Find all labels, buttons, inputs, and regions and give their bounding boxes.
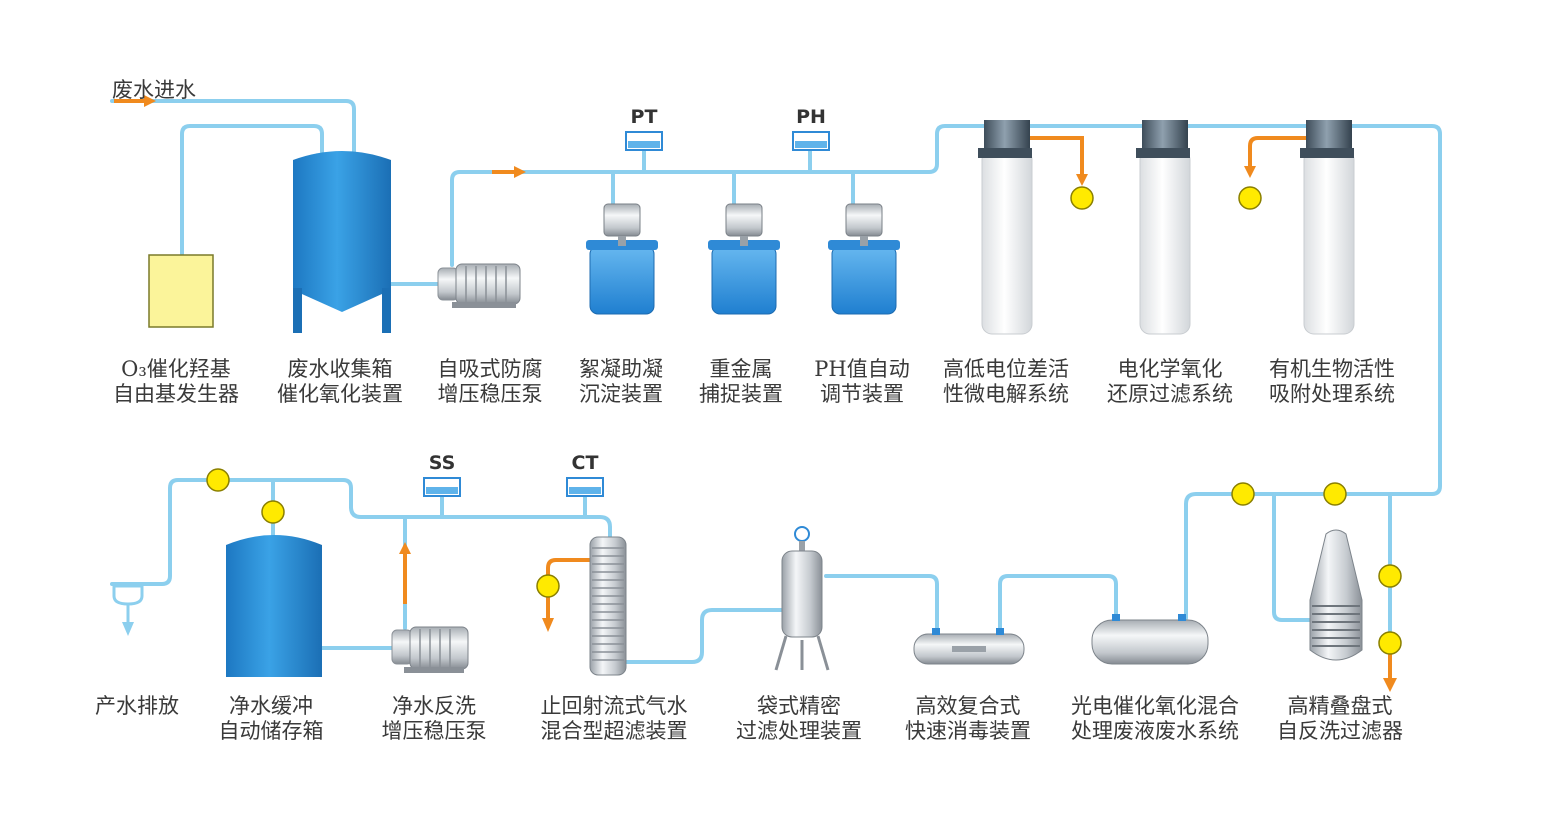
label-bio-adsorption: 有机生物活性吸附处理系统 (1269, 357, 1395, 406)
label-ultrafiltration: 止回射流式气水混合型超滤装置 (540, 694, 688, 743)
valve-uf (536, 574, 560, 598)
valve-bio-outlet (1238, 186, 1262, 210)
label-electrochemical: 电化学氧化还原过滤系统 (1107, 357, 1233, 406)
reactor-flocculation (586, 203, 658, 315)
label-ozone-generator: O₃催化羟基自由基发生器 (113, 357, 239, 406)
ozone-generator (148, 254, 214, 328)
ss-label: SS (428, 452, 456, 474)
label-disc-filter: 高精叠盘式自反洗过滤器 (1277, 694, 1403, 743)
photo-disinfect-pipe (998, 574, 1118, 632)
valve-electro-outlet (1070, 186, 1094, 210)
uf-header-pipe (110, 478, 612, 586)
label-micro-electrolysis: 高低电位差活性微电解系统 (943, 357, 1069, 406)
bag-uf-pipe (624, 608, 784, 664)
photo-catalytic-reactor (1091, 614, 1209, 665)
disc-filter (1309, 529, 1363, 661)
flow-arrows (114, 95, 1397, 692)
label-heavy-metal: 重金属捕捉装置 (699, 357, 783, 406)
discharge-outlet (112, 584, 144, 636)
valve-clean-2 (261, 500, 285, 524)
reactor-heavy-metal (708, 203, 780, 315)
pt-label: PT (630, 106, 658, 128)
label-photo-reactor: 光电催化氧化混合处理废液废水系统 (1071, 694, 1239, 743)
ct-label: CT (571, 452, 599, 474)
valve-disc-2 (1378, 631, 1402, 655)
label-discharge: 产水排放 (95, 694, 179, 718)
bag-filter (774, 526, 830, 671)
label-backwash-pump: 净水反洗增压稳压泵 (381, 694, 487, 743)
label-booster-pump: 自吸式防腐增压稳压泵 (437, 357, 543, 406)
valve-header-1 (1231, 482, 1255, 506)
ultrafiltration-unit (589, 536, 627, 676)
inlet-label: 废水进水 (112, 78, 196, 102)
valve-clean-1 (206, 468, 230, 492)
collection-tank (293, 151, 391, 333)
disc-bypass-pipe (1272, 492, 1314, 622)
label-flocculation: 絮凝助凝沉淀装置 (579, 357, 663, 406)
column-bio-adsorption (1300, 120, 1355, 335)
reactor-ph (828, 203, 900, 315)
label-disinfection: 高效复合式快速消毒装置 (905, 694, 1031, 743)
label-storage-tank: 净水缓冲自动储存箱 (218, 694, 324, 743)
valve-header-2 (1323, 482, 1347, 506)
column-micro-electrolysis (978, 120, 1033, 335)
inlet-pipe (110, 99, 356, 154)
column-electrochemical (1136, 120, 1191, 335)
ozone-pipe (180, 124, 324, 257)
booster-pump (437, 263, 521, 308)
label-bag-filter: 袋式精密过滤处理装置 (736, 694, 862, 743)
valve-disc-1 (1378, 564, 1402, 588)
label-collection-tank: 废水收集箱催化氧化装置 (277, 357, 403, 406)
label-ph-adjust: PH值自动调节装置 (814, 357, 910, 406)
valves (206, 186, 1402, 655)
disinfect-bag-pipe (824, 574, 939, 632)
disinfection-unit (913, 628, 1025, 665)
ph-label: PH (796, 106, 826, 128)
backwash-pump (391, 626, 469, 673)
clean-water-storage-tank (226, 535, 322, 677)
